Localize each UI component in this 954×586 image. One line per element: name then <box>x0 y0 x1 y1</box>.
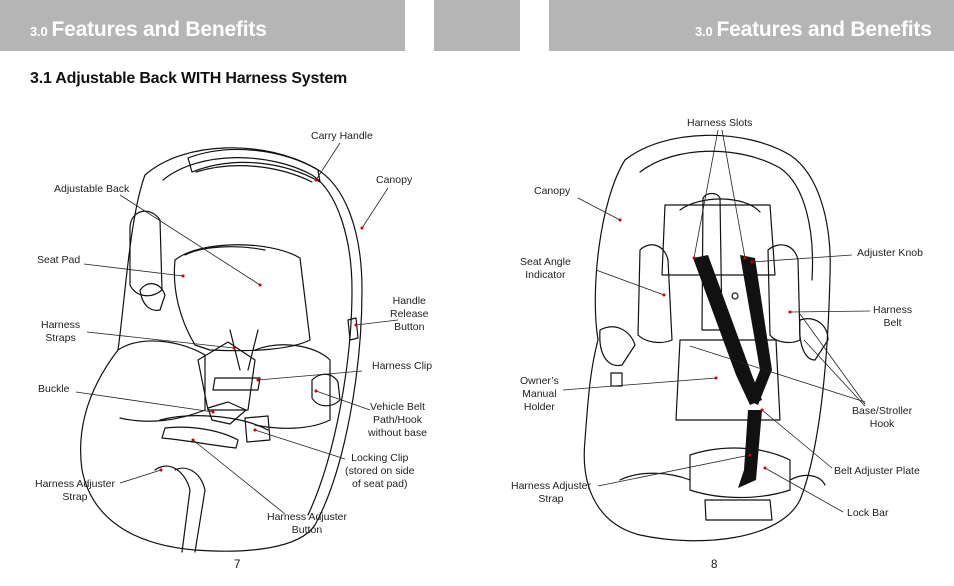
label-carry-handle: Carry Handle <box>311 130 373 142</box>
label-locking-clip: Locking Clip (stored on side of seat pad… <box>345 452 415 490</box>
header-title-text: Features and Benefits <box>716 18 932 41</box>
header-bar-left <box>0 0 405 51</box>
label-buckle: Buckle <box>38 383 70 395</box>
leader-lines <box>75 129 871 515</box>
label-canopy-right: Canopy <box>534 185 571 197</box>
header-bar-middle <box>434 0 520 51</box>
label-harness-adjuster-strap-left: Harness Adjuster Strap <box>35 478 115 503</box>
header-title-text: Features and Benefits <box>51 18 267 41</box>
label-adjuster-knob: Adjuster Knob <box>857 247 923 259</box>
label-harness-belt: Harness Belt <box>873 304 913 329</box>
label-harness-adjuster-strap-right: Harness Adjuster Strap <box>511 480 591 505</box>
leader-dots <box>159 178 792 472</box>
label-harness-clip: Harness Clip <box>372 360 433 372</box>
header-section-number: 3.0 <box>30 24 48 39</box>
label-belt-adjuster-plate: Belt Adjuster Plate <box>834 465 920 477</box>
left-car-seat-drawing <box>80 147 363 553</box>
page-number-left: 7 <box>234 559 241 571</box>
label-canopy: Canopy <box>376 174 413 186</box>
label-lock-bar: Lock Bar <box>847 507 889 519</box>
harness-belt-drawing <box>693 255 772 488</box>
page-number-right: 8 <box>711 559 718 571</box>
label-handle-release-button: Handle Release Button <box>390 295 429 333</box>
label-seat-pad: Seat Pad <box>37 254 81 266</box>
label-adjustable-back: Adjustable Back <box>54 183 130 195</box>
label-harness-straps: Harness Straps <box>41 319 81 344</box>
label-base-stroller-hook: Base/Stroller Hook <box>852 405 913 430</box>
section-title: 3.1 Adjustable Back WITH Harness System <box>30 70 348 87</box>
label-harness-slots: Harness Slots <box>687 117 753 129</box>
header-bar-right <box>549 0 954 51</box>
header-section-number: 3.0 <box>695 24 713 39</box>
label-owners-manual-holder: Owner’s Manual Holder <box>520 375 559 413</box>
right-car-seat-drawing <box>583 134 831 542</box>
label-seat-angle-indicator: Seat Angle Indicator <box>520 256 571 281</box>
label-vehicle-belt-path: Vehicle Belt Path/Hook without base <box>368 401 427 439</box>
label-harness-adjuster-button: Harness Adjuster Button <box>267 511 347 536</box>
